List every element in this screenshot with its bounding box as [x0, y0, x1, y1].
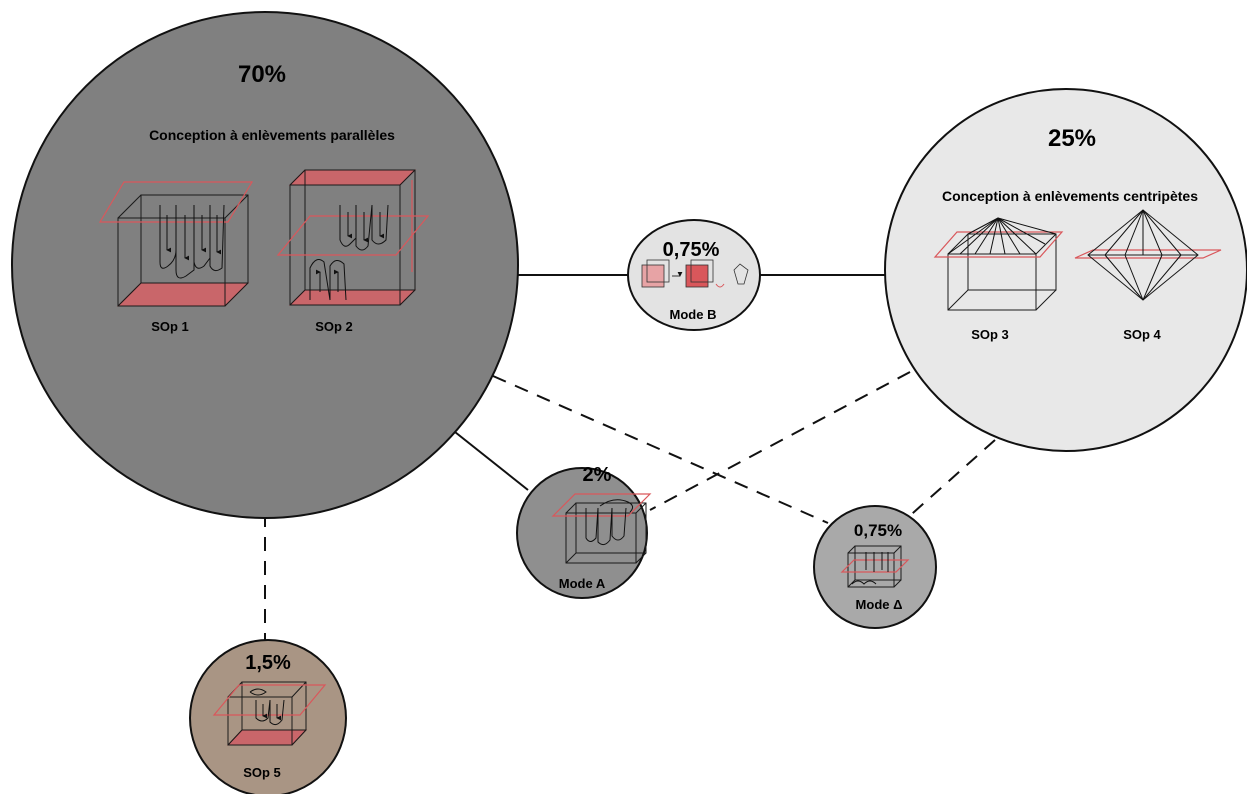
mode-b-sketch — [641, 259, 749, 288]
sop2-sketch — [276, 169, 430, 306]
parallel-title: Conception à enlèvements parallèles — [149, 127, 395, 143]
mode-a-sketch — [551, 493, 652, 564]
link-parallel-modea — [454, 431, 529, 491]
sop5-label: SOp 5 — [243, 765, 281, 780]
link-parallel-modedelta — [492, 375, 829, 524]
parallel-circle — [11, 11, 519, 519]
sop4-label: SOp 4 — [1123, 327, 1161, 342]
mode-delta-circle — [813, 505, 937, 629]
mode-b-percent: 0,75% — [663, 239, 720, 261]
node-parallel: 70% Conception à enlèvements parallèles … — [11, 11, 519, 519]
node-mode-b: 0,75% Mode B — [627, 219, 761, 331]
link-centripetal-modedelta — [904, 439, 996, 521]
mode-a-percent: 2% — [583, 464, 612, 486]
sop1-label: SOp 1 — [151, 319, 189, 334]
centripetal-circle — [884, 88, 1247, 452]
sop3-sketch — [933, 217, 1064, 311]
mode-delta-sketch — [840, 545, 910, 588]
sop3-pyramid — [947, 217, 1057, 255]
parallel-percent: 70% — [238, 61, 286, 88]
mode-a-circle — [516, 467, 648, 599]
mode-delta-label: Mode Δ — [856, 597, 903, 612]
sop5-percent: 1,5% — [245, 652, 291, 674]
sop3-label: SOp 3 — [971, 327, 1009, 342]
sop4-sketch — [1074, 209, 1222, 301]
mode-delta-percent: 0,75% — [854, 521, 902, 540]
centripetal-percent: 25% — [1048, 125, 1096, 152]
node-mode-a: 2% Mode A — [516, 464, 652, 599]
node-sop5: 1,5% SOp 5 — [189, 639, 347, 794]
sop1-sketch — [98, 181, 254, 307]
mode-b-label: Mode B — [670, 307, 717, 322]
node-centripetal: 25% Conception à enlèvements centripètes — [884, 88, 1247, 452]
node-mode-delta: 0,75% Mode Δ — [813, 505, 937, 629]
mode-a-label: Mode A — [559, 576, 606, 591]
sop5-sketch — [212, 681, 327, 746]
connectors — [264, 274, 996, 640]
sop2-label: SOp 2 — [315, 319, 353, 334]
link-centripetal-modea — [649, 371, 911, 511]
centripetal-title: Conception à enlèvements centripètes — [942, 188, 1198, 204]
